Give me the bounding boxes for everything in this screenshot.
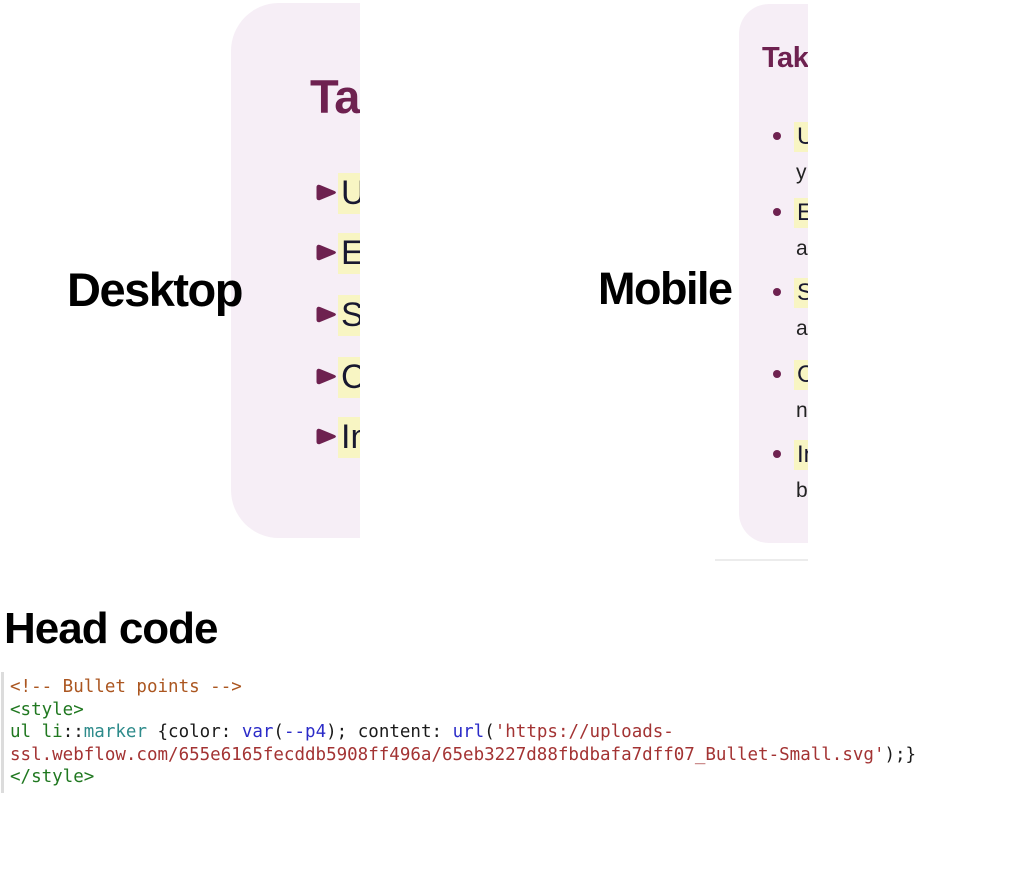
list-item-text: U xyxy=(338,173,360,214)
code-line: ul li::marker {color: var(--p4); content… xyxy=(10,722,674,743)
bullet-arrow-icon xyxy=(316,306,336,323)
list-item-wrap-text: a xyxy=(796,237,808,260)
list-item: In b xyxy=(739,440,808,512)
list-item-wrap-text: a xyxy=(796,317,808,340)
list-item: S a xyxy=(739,278,808,350)
list-item: U y xyxy=(739,122,808,194)
list-item-text: E xyxy=(794,198,808,228)
takeaways-heading-mobile: Tak xyxy=(762,42,808,74)
bullet-arrow-icon xyxy=(316,184,336,201)
list-item-text: S xyxy=(338,295,360,336)
bullet-dot-icon xyxy=(773,288,781,296)
bullet-arrow-icon xyxy=(316,428,336,445)
bullet-dot-icon xyxy=(773,450,781,458)
code-block: <!-- Bullet points --><style>ul li::mark… xyxy=(10,676,1020,789)
takeaways-heading-desktop: Ta xyxy=(310,70,360,123)
list-item-wrap-text: b xyxy=(796,479,808,502)
list-item: C xyxy=(231,357,360,401)
code-block-border xyxy=(1,672,4,793)
mobile-preview-panel: Tak U y E a S a C n In b xyxy=(739,4,808,543)
list-item-text: C xyxy=(338,357,360,398)
list-item-text: In xyxy=(338,417,360,458)
list-item-wrap-text: y xyxy=(796,161,807,184)
code-line: <style> xyxy=(10,699,84,720)
list-item-wrap-text: n xyxy=(796,399,808,422)
list-item-text: S xyxy=(794,278,808,308)
list-item: E a xyxy=(739,198,808,270)
list-item-text: E xyxy=(338,233,360,274)
desktop-breakpoint-label: Desktop xyxy=(67,263,243,316)
list-item: C n xyxy=(739,360,808,432)
mobile-breakpoint-label: Mobile xyxy=(598,263,733,314)
list-item: E xyxy=(231,233,360,277)
bullet-arrow-icon xyxy=(316,244,336,261)
list-item-text: U xyxy=(794,122,808,152)
code-line: <!-- Bullet points --> xyxy=(10,677,242,697)
desktop-preview-panel: Ta U E S C xyxy=(231,3,360,538)
list-item-text: C xyxy=(794,360,808,390)
bullet-dot-icon xyxy=(773,132,781,140)
faint-divider xyxy=(715,559,808,561)
bullet-arrow-icon xyxy=(316,368,336,385)
code-line: </style> xyxy=(10,767,95,788)
bullet-dot-icon xyxy=(773,208,781,216)
list-item-text: In xyxy=(794,440,808,470)
code-line: ssl.webflow.com/655e6165fecddb5908ff496a… xyxy=(10,744,917,765)
list-item: In xyxy=(231,417,360,461)
list-item: U xyxy=(231,173,360,217)
bullet-dot-icon xyxy=(773,370,781,378)
list-item: S xyxy=(231,295,360,339)
head-code-title: Head code xyxy=(4,604,219,653)
